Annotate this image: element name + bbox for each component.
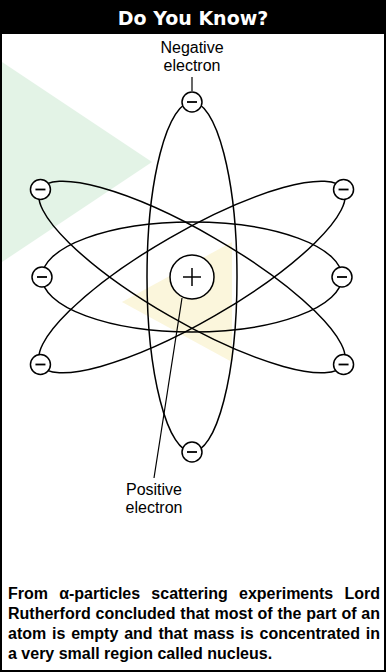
electron-circle <box>30 180 50 200</box>
leader-line <box>191 77 192 91</box>
minus-sign <box>35 364 45 366</box>
plus-sign <box>191 268 193 286</box>
electron-symbol <box>334 355 354 375</box>
minus-sign <box>187 451 197 453</box>
electron-circle <box>334 355 354 375</box>
electron-circle <box>182 442 202 462</box>
leader-line <box>154 298 182 478</box>
nucleus-circle <box>170 255 214 299</box>
minus-sign <box>187 101 197 103</box>
watermark-shape <box>2 62 152 262</box>
orbit-group <box>18 102 366 452</box>
electron-symbol <box>182 92 202 112</box>
orbit <box>147 102 237 452</box>
electron-circle <box>32 267 52 287</box>
minus-sign <box>35 189 45 191</box>
minus-sign <box>339 189 349 191</box>
watermark-shape <box>122 242 232 362</box>
electron-circle <box>332 267 352 287</box>
electron-symbol <box>334 180 354 200</box>
electron-symbol <box>30 180 50 200</box>
minus-sign <box>339 364 349 366</box>
minus-sign <box>37 276 47 278</box>
minus-sign <box>337 276 347 278</box>
nucleus-symbol <box>170 255 214 299</box>
electron-symbol <box>182 442 202 462</box>
part-label: Negative electron <box>160 39 223 75</box>
electron-symbol <box>30 355 50 375</box>
electron-symbol <box>332 267 352 287</box>
electron-circle <box>182 92 202 112</box>
part-label: Positive electron <box>126 481 183 517</box>
caption-paragraph: From α-particles scattering experiments … <box>8 584 380 664</box>
electron-circle <box>30 355 50 375</box>
orbit <box>18 151 366 404</box>
electron-circle <box>334 180 354 200</box>
panel-title: Do You Know? <box>2 2 384 34</box>
orbit <box>18 151 366 404</box>
orbit <box>42 222 342 332</box>
electron-symbol <box>32 267 52 287</box>
electron-group <box>30 92 353 462</box>
